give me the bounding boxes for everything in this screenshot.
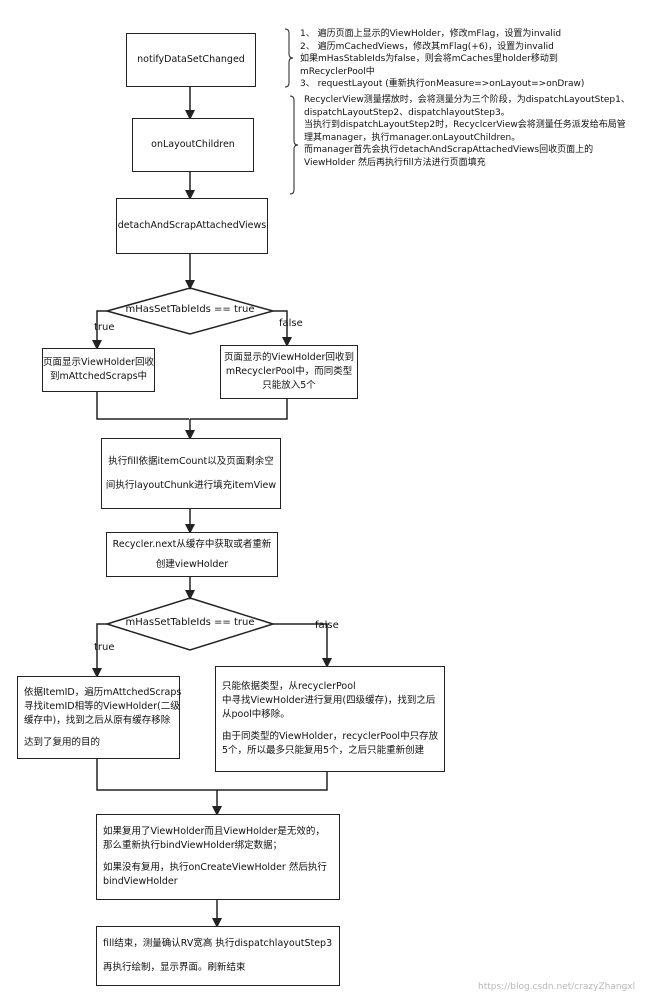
spacer <box>222 722 438 730</box>
note-notify-steps: 1、 遍历页面上显示的ViewHolder，修改mFlag，设置为invalid… <box>300 29 585 89</box>
node-recycler-next: Recycler.next从缓存中获取或者重新 创建viewHolder <box>106 532 278 577</box>
branch2-false <box>273 623 332 668</box>
decision1-text: mHasSetTableIds == true <box>125 304 255 315</box>
node-itemid-reuse: 依据ItemID，遍历mAttchedScraps 寻找itemID相等的Vie… <box>17 676 181 759</box>
merge2-left <box>96 759 217 791</box>
merge2-right <box>217 772 328 791</box>
merge1-left <box>96 392 189 420</box>
branch1-false <box>273 310 292 347</box>
node-fill-end: fill结束，测量确认RV宽高 执行dispatchlayoutStep3 再执… <box>96 926 340 986</box>
decision1-false-label: false <box>279 318 303 329</box>
node-scrap-to-attached: 页面显示ViewHolder回收 到mAttchedScraps中 <box>42 348 155 392</box>
node-detach-and-scrap: detachAndScrapAttachedViews <box>116 198 268 254</box>
watermark: https://blog.csdn.net/crazyZhangxl <box>478 982 636 992</box>
decision1-diamond <box>104 287 276 335</box>
branch1-true <box>92 310 107 350</box>
node-type-pool-reuse: 只能依据类型，从recyclerPool 中寻找ViewHolder进行复用(四… <box>215 666 445 772</box>
brace-layout <box>289 95 299 195</box>
decision2-text: mHasSetTableIds == true <box>125 617 255 628</box>
decision2-true-label: true <box>94 642 115 653</box>
merge1-right <box>190 399 288 420</box>
spacer <box>24 728 173 736</box>
note-layout-steps: RecyclerView测量摆放时，会将测量分为三个阶段，为dispatchLa… <box>304 95 630 168</box>
node-bind-view-holder: 如果复用了ViewHolder而且ViewHolder是无效的， 那么重新执行b… <box>96 814 340 900</box>
node-fill-layout-chunk: 执行fill依据itemCount以及页面剩余空 间执行layoutChunk进… <box>101 438 281 509</box>
node-recycle-to-pool: 页面显示的ViewHolder回收到 mRecyclerPool中，而同类型 只… <box>220 345 358 399</box>
decision2-diamond <box>104 597 276 651</box>
decision2-false-label: false <box>315 620 339 631</box>
decision1-true-label: true <box>94 322 115 333</box>
spacer <box>103 951 333 961</box>
node-notify-data-set-changed: notifyDataSetChanged <box>126 33 256 87</box>
brace-notify <box>284 28 294 88</box>
spacer <box>103 853 333 861</box>
node-on-layout-children: onLayoutChildren <box>132 118 254 172</box>
branch2-true <box>92 623 107 678</box>
